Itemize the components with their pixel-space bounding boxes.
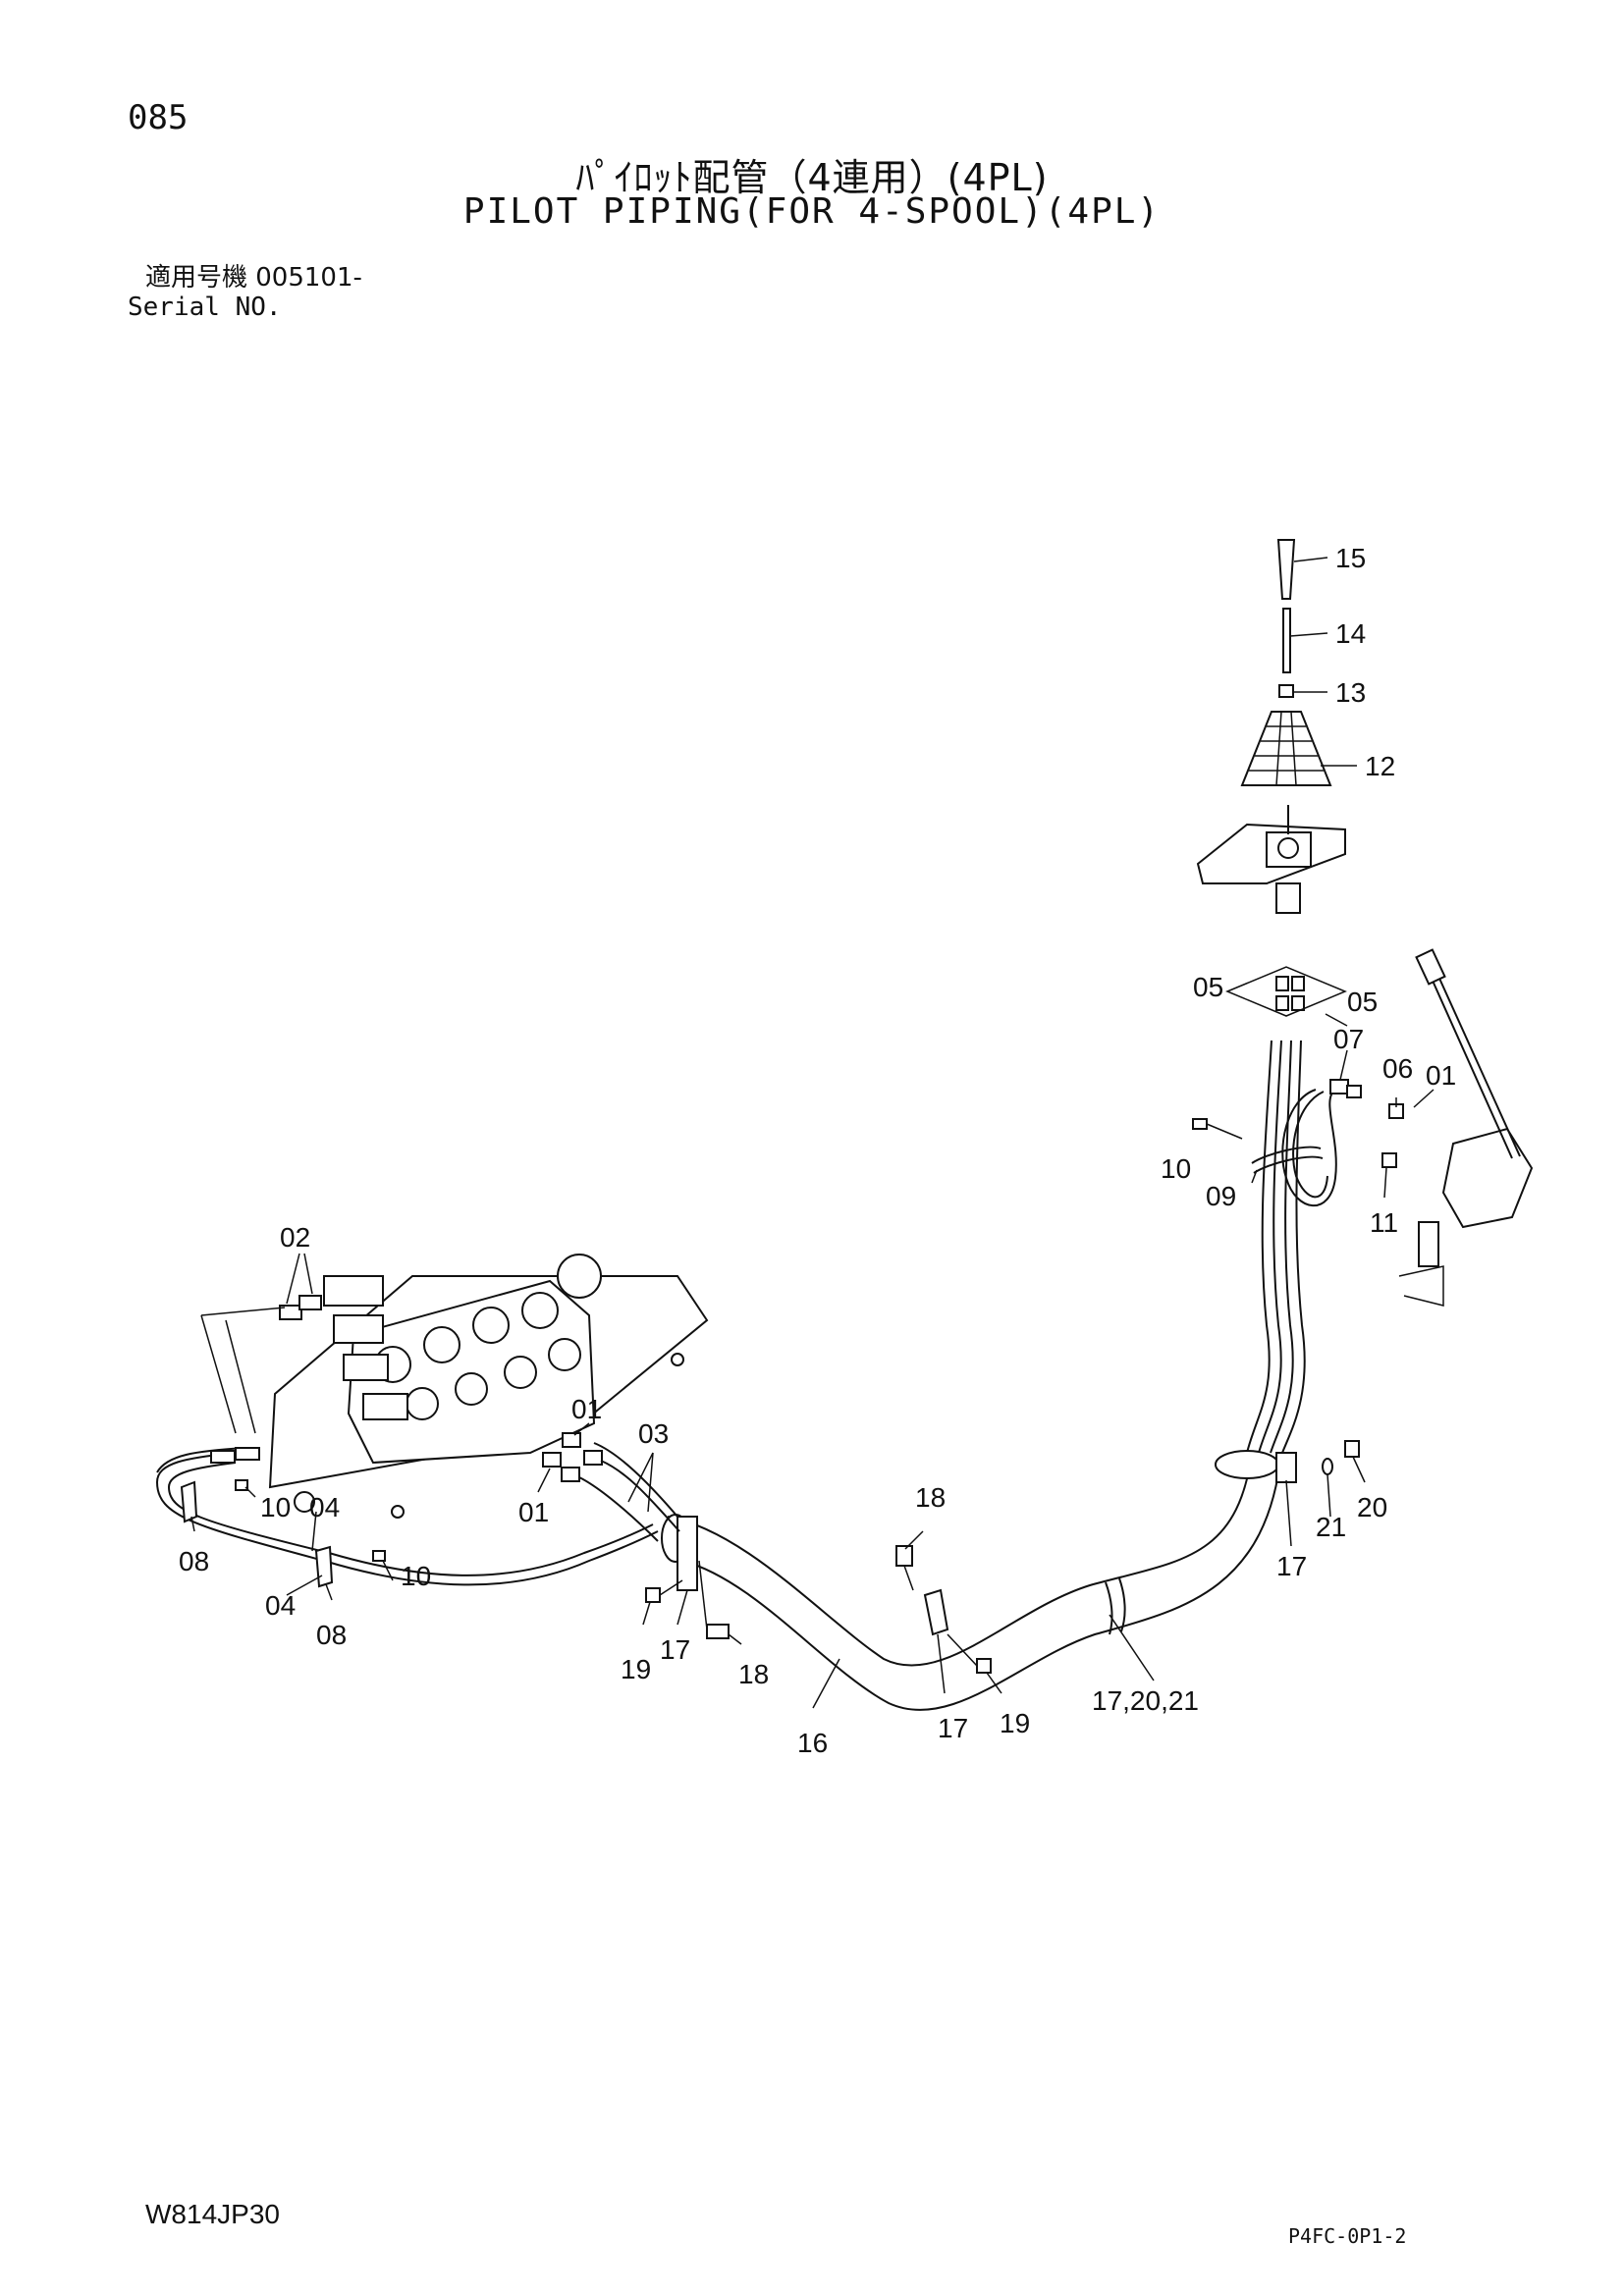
callout-05-right: 05 bbox=[1347, 987, 1378, 1017]
callout-01-middle: 01 bbox=[571, 1394, 602, 1424]
callout-17-right: 17 bbox=[1276, 1551, 1307, 1581]
rubber-boot-part bbox=[1240, 711, 1332, 786]
hoses-03-part bbox=[578, 1442, 680, 1542]
callout-03: 03 bbox=[638, 1418, 669, 1449]
hose-clamp-09-part bbox=[1251, 1146, 1324, 1174]
callout-17-20-21: 17,20,21 bbox=[1092, 1685, 1199, 1716]
callout-01-upper: 01 bbox=[1426, 1060, 1456, 1091]
nut-19-right-part bbox=[947, 1633, 992, 1674]
fittings-01-lower-part bbox=[542, 1432, 603, 1482]
callout-08-right: 08 bbox=[316, 1620, 347, 1650]
callout-05-left: 05 bbox=[1193, 972, 1223, 1002]
callout-19-left: 19 bbox=[621, 1654, 651, 1684]
callout-17-middle: 17 bbox=[938, 1713, 968, 1743]
lever-knob-part bbox=[1276, 539, 1296, 600]
control-valve-block-part bbox=[268, 1254, 709, 1519]
clamp-08-left-part bbox=[180, 1480, 198, 1523]
bolt-10-right-part bbox=[372, 1550, 386, 1562]
serial-range-japanese: 適用号機 005101- bbox=[145, 263, 362, 293]
bolt-18-lower-part bbox=[706, 1624, 730, 1639]
callout-19-right: 19 bbox=[1000, 1708, 1030, 1738]
callout-11: 11 bbox=[1370, 1207, 1398, 1238]
callout-06: 06 bbox=[1382, 1053, 1413, 1084]
pilot-valve-bracket-part bbox=[1196, 805, 1346, 914]
bolt-18-upper-part bbox=[895, 1545, 914, 1591]
pilot-hoses-vertical bbox=[1246, 1040, 1306, 1454]
bolt-10-left-part bbox=[235, 1479, 248, 1491]
callout-20: 20 bbox=[1357, 1492, 1387, 1522]
callout-10-upper: 10 bbox=[1161, 1153, 1191, 1184]
callout-08-left: 08 bbox=[179, 1546, 209, 1576]
callout-09: 09 bbox=[1206, 1181, 1236, 1211]
callout-10-left: 10 bbox=[260, 1492, 291, 1522]
callout-16: 16 bbox=[797, 1728, 828, 1758]
callout-21: 21 bbox=[1316, 1512, 1346, 1542]
model-code: W814JP30 bbox=[145, 2199, 280, 2229]
washer-21-part bbox=[1322, 1458, 1333, 1475]
clamp-08-right-part bbox=[314, 1545, 334, 1588]
fittings-02-part bbox=[200, 1295, 322, 1434]
callout-04-lower: 04 bbox=[265, 1590, 296, 1621]
leader-lines bbox=[190, 557, 1435, 1709]
callout-13: 13 bbox=[1335, 677, 1366, 708]
callout-12: 12 bbox=[1365, 751, 1395, 781]
lever-rod-part bbox=[1282, 608, 1291, 673]
nut-19-left-part bbox=[645, 1579, 683, 1603]
callout-10-right: 10 bbox=[401, 1561, 431, 1591]
callout-15: 15 bbox=[1335, 543, 1366, 573]
hose-loop-part bbox=[1281, 1079, 1362, 1207]
nut-part bbox=[1278, 684, 1294, 698]
callout-04-upper: 04 bbox=[309, 1492, 340, 1522]
drawing-code: P4FC-0P1-2 bbox=[1288, 2224, 1407, 2248]
side-lever-assembly-part bbox=[1381, 948, 1534, 1307]
clamp-17-middle-part bbox=[923, 1588, 949, 1636]
bolt-10-upper-part bbox=[1192, 1118, 1243, 1140]
page-number: 085 bbox=[128, 98, 189, 137]
callout-18-upper: 18 bbox=[915, 1482, 946, 1513]
callout-01-lower: 01 bbox=[518, 1497, 549, 1527]
callout-07: 07 bbox=[1333, 1024, 1364, 1054]
bolt-20-part bbox=[1344, 1440, 1360, 1458]
serial-label-english: Serial NO. bbox=[128, 293, 282, 322]
callout-17-left: 17 bbox=[660, 1634, 690, 1665]
fittings-05-part bbox=[1225, 966, 1347, 1017]
page-title-japanese: ﾊﾟｲﾛｯﾄ配管（4連用）(4PL) bbox=[575, 156, 1049, 199]
callout-14: 14 bbox=[1335, 618, 1366, 649]
clamp-17-right-part bbox=[1275, 1452, 1297, 1483]
clamp-17-left-part bbox=[677, 1516, 708, 1630]
page-title-english: PILOT PIPING(FOR 4-SPOOL)(4PL) bbox=[462, 191, 1162, 232]
callout-18-lower: 18 bbox=[738, 1659, 769, 1689]
callout-02: 02 bbox=[280, 1222, 310, 1253]
